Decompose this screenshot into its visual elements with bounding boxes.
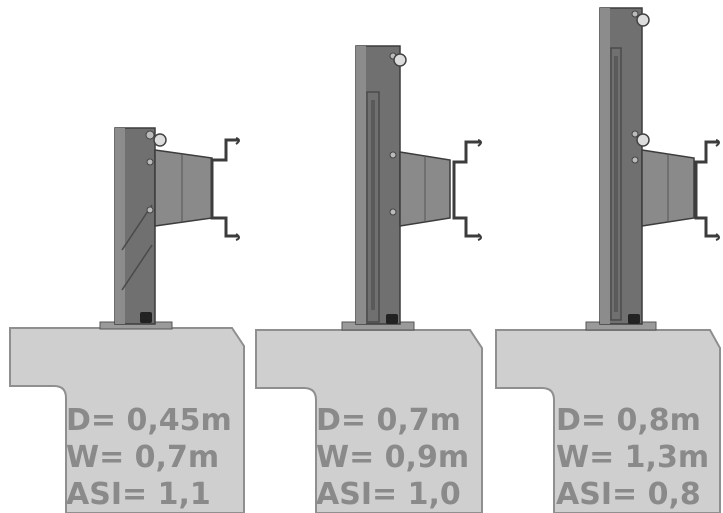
concrete-kerb [9,327,245,513]
anchor-nut [386,314,398,324]
barrier-system-2: D= 0,7m W= 0,9m ASI= 1,0 [250,0,490,513]
rail-profile [694,140,718,238]
asi-label: ASI= 0,8 [556,477,701,512]
spec-labels-2: D= 0,7m W= 0,9m ASI= 1,0 [316,402,469,513]
barrier-drawing-2 [255,45,483,513]
post-flange [600,8,610,324]
asi-label: ASI= 1,0 [316,477,461,512]
working-width-label: D= 0,8m [556,403,701,438]
barrier-system-3: D= 0,8m W= 1,3m ASI= 0,8 [490,0,723,513]
rail-profile [210,138,238,238]
deflection-label: W= 0,9m [316,440,470,475]
anchor-nut [140,312,152,323]
concrete-kerb [495,329,721,513]
rail-profile [452,140,480,238]
anchor-nut [628,314,640,324]
post-flange [115,128,125,324]
barrier-drawing-1 [9,127,245,513]
post-slot [610,47,622,321]
deflection-label: W= 0,7m [66,440,220,475]
spec-labels-3: D= 0,8m W= 1,3m ASI= 0,8 [556,402,709,513]
deflection-label: W= 1,3m [556,440,710,475]
working-width-label: D= 0,45m [66,403,232,438]
barrier-system-1: D= 0,45m W= 0,7m ASI= 1,1 [0,0,250,513]
post-slot [366,91,380,323]
spec-labels-1: D= 0,45m W= 0,7m ASI= 1,1 [66,402,232,513]
post-flange [356,46,366,324]
working-width-label: D= 0,7m [316,403,461,438]
barrier-drawing-3 [495,7,721,513]
concrete-kerb [255,329,483,513]
asi-label: ASI= 1,1 [66,477,211,512]
spacer-block [154,149,213,227]
